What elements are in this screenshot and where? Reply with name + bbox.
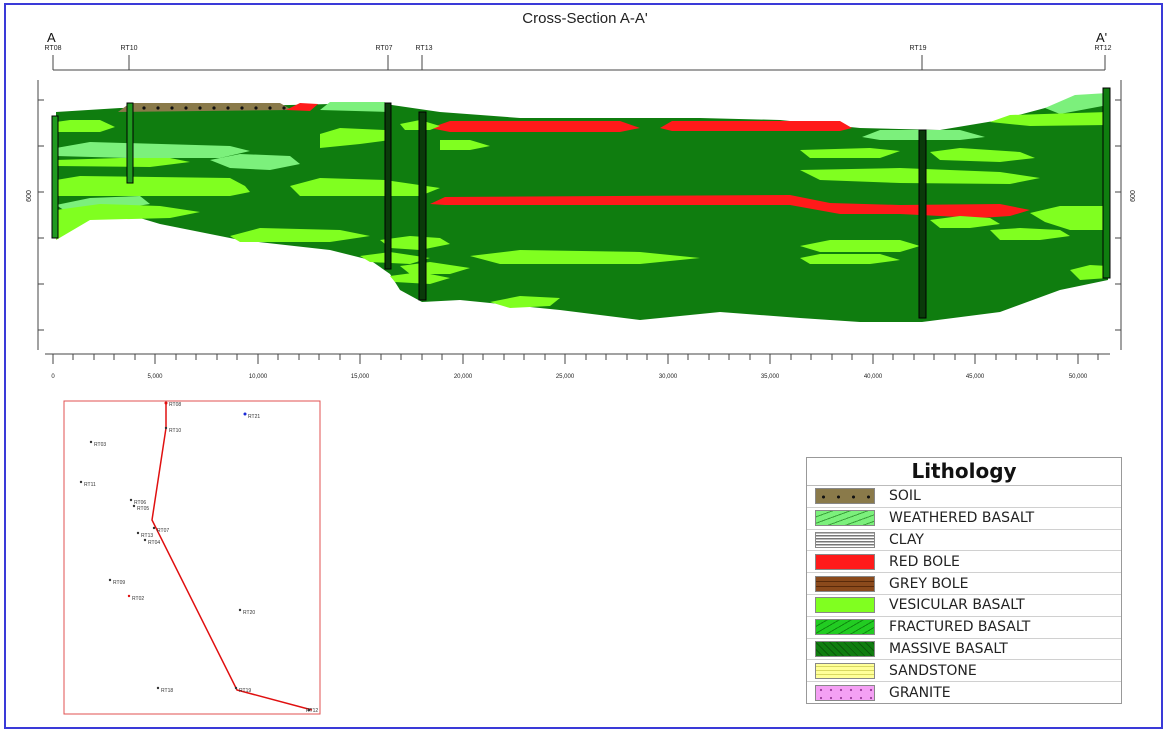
- map-point-label: RT09: [113, 580, 125, 586]
- legend-item-granite: GRANITE: [807, 682, 1121, 703]
- legend-swatch: [815, 510, 875, 527]
- legend-label: RED BOLE: [889, 553, 960, 570]
- borehole-label-rt19: RT19: [910, 45, 927, 52]
- x-tick-label: 10,000: [249, 374, 268, 380]
- legend-swatch: [815, 619, 875, 636]
- legend-swatch: [815, 531, 875, 548]
- map-point-label: RT21: [248, 414, 260, 420]
- map-point-label: RT12: [306, 708, 318, 714]
- right-axis-label: 600: [1130, 190, 1137, 202]
- borehole-labels: RT08 RT10 RT07 RT13 RT19 RT12: [45, 45, 1112, 52]
- map-point-label: RT11: [84, 482, 96, 488]
- borehole-label-rt07: RT07: [376, 45, 393, 52]
- legend-label: SOIL: [889, 488, 921, 505]
- map-point-label: RT19: [239, 688, 251, 694]
- map-point-label: RT07: [157, 528, 169, 534]
- legend-title: Lithology: [807, 458, 1121, 486]
- figure-title: Cross-Section A-A': [522, 10, 648, 27]
- borehole-label-rt13: RT13: [416, 45, 433, 52]
- legend-swatch: [815, 488, 875, 505]
- left-axis-label: 600: [26, 190, 33, 202]
- legend-item-fractured-basalt: FRACTURED BASALT: [807, 617, 1121, 639]
- x-tick-label: 30,000: [659, 374, 678, 380]
- map-point-label: RT03: [94, 442, 106, 448]
- x-tick-label: 5,000: [147, 374, 163, 380]
- x-tick-label: 25,000: [556, 374, 575, 380]
- legend-item-weathered-basalt: WEATHERED BASALT: [807, 508, 1121, 530]
- map-point-label: RT13: [141, 533, 153, 539]
- legend-label: WEATHERED BASALT: [889, 510, 1035, 527]
- map-point-label: RT08: [169, 402, 181, 408]
- x-tick-label: 0: [51, 374, 55, 380]
- borehole-ruler: [52, 55, 1106, 71]
- map-point-label: RT20: [243, 610, 255, 616]
- map-point-label: RT06: [134, 500, 146, 506]
- map-point-label: RT10: [169, 428, 181, 434]
- x-axis-tick-labels: 0 5,000 10,000 15,000 20,000 25,000 30,0…: [51, 374, 1088, 380]
- lithology-layers: [56, 92, 1108, 322]
- borehole-logs: [51, 87, 1111, 319]
- map-point-label: RT05: [137, 506, 149, 512]
- legend-item-vesicular-basalt: VESICULAR BASALT: [807, 595, 1121, 617]
- legend-swatch: [815, 575, 875, 592]
- legend-label: SANDSTONE: [889, 662, 977, 679]
- legend-swatch: [815, 597, 875, 614]
- location-map: RT08 RT21 RT10 RT03 RT11 RT06 RT05 RT07 …: [63, 400, 321, 715]
- map-point-label: RT18: [161, 688, 173, 694]
- legend-rows: SOIL WEATHERED BASALT CLAY RED BOLE GREY…: [807, 486, 1121, 703]
- legend-label: MASSIVE BASALT: [889, 640, 1008, 657]
- legend-item-massive-basalt: MASSIVE BASALT: [807, 639, 1121, 661]
- legend-item-red-bole: RED BOLE: [807, 551, 1121, 574]
- section-start-label: A: [47, 30, 56, 45]
- legend-label: CLAY: [889, 531, 924, 548]
- x-tick-label: 50,000: [1069, 374, 1088, 380]
- legend-item-sandstone: SANDSTONE: [807, 660, 1121, 683]
- x-axis: [45, 353, 1110, 364]
- x-tick-label: 45,000: [966, 374, 985, 380]
- borehole-label-rt10: RT10: [121, 45, 138, 52]
- left-depth-axis: [37, 80, 44, 350]
- legend-label: GREY BOLE: [889, 575, 969, 592]
- right-depth-axis: [1115, 80, 1122, 350]
- legend-swatch: [815, 553, 875, 570]
- legend-swatch: [815, 684, 875, 701]
- section-end-label: A': [1096, 30, 1108, 45]
- x-tick-label: 20,000: [454, 374, 473, 380]
- legend-item-grey-bole: GREY BOLE: [807, 573, 1121, 595]
- x-tick-label: 40,000: [864, 374, 883, 380]
- legend-swatch: [815, 640, 875, 657]
- legend-item-clay: CLAY: [807, 530, 1121, 552]
- map-point-label: RT02: [132, 596, 144, 602]
- map-point-label: RT04: [148, 540, 160, 546]
- legend-label: GRANITE: [889, 684, 951, 701]
- borehole-label-rt12: RT12: [1095, 45, 1112, 52]
- x-tick-label: 35,000: [761, 374, 780, 380]
- legend-item-soil: SOIL: [807, 486, 1121, 508]
- legend-label: VESICULAR BASALT: [889, 597, 1025, 614]
- lithology-legend: Lithology SOIL WEATHERED BASALT CLAY RED…: [806, 457, 1122, 704]
- borehole-label-rt08: RT08: [45, 45, 62, 52]
- legend-label: FRACTURED BASALT: [889, 619, 1031, 636]
- legend-swatch: [815, 662, 875, 679]
- x-tick-label: 15,000: [351, 374, 370, 380]
- figure-frame: [4, 3, 1163, 729]
